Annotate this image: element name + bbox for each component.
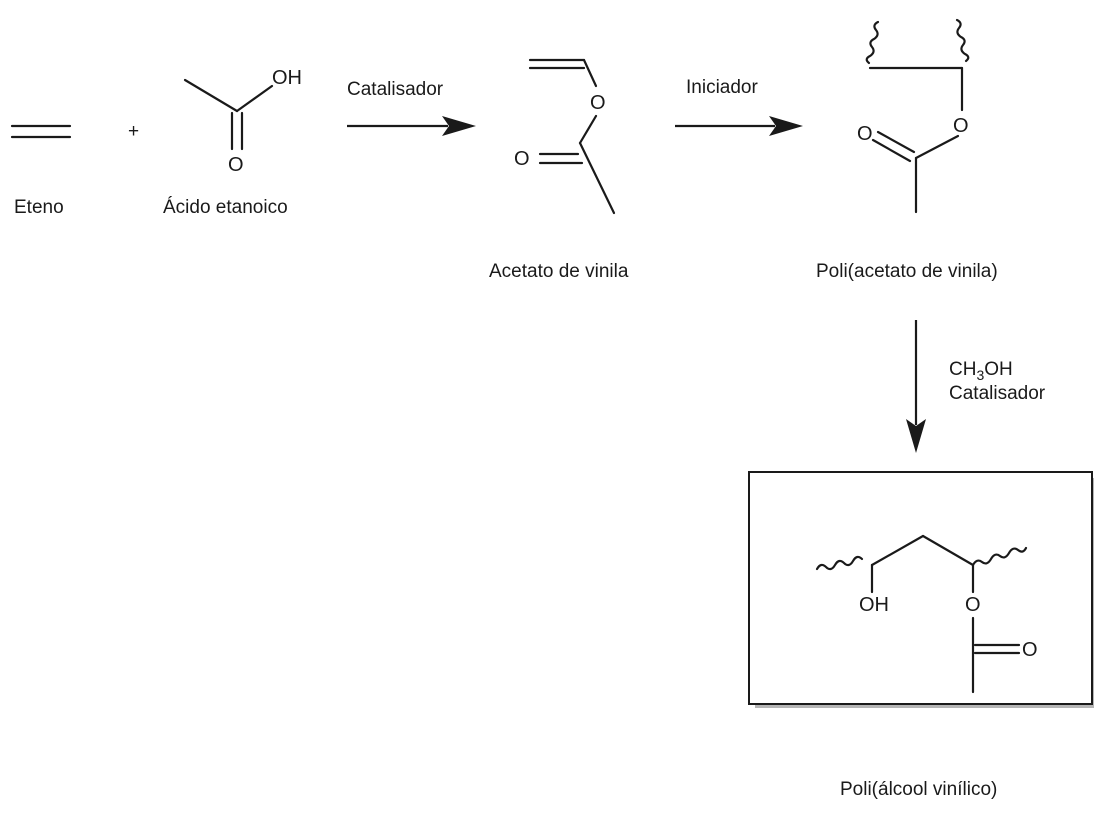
reaction-arrow-1 — [347, 116, 476, 136]
pva-alcohol-oh-atom: OH — [859, 594, 889, 616]
pva-alcohol-carbonyl-o-atom: O — [1022, 639, 1038, 661]
step-3-condition-line2: Catalisador — [949, 383, 1046, 404]
pva-acetate-carbonyl-o-atom: O — [857, 123, 873, 145]
acetic-acid-structure — [183, 78, 274, 151]
reaction-arrow-3 — [906, 320, 926, 453]
reaction-arrow-2 — [675, 116, 803, 136]
pva-acetate-structure — [865, 18, 970, 214]
pva-alcohol-label: Poli(álcool vinílico) — [840, 779, 997, 800]
step-3-condition-line1: CH3OH — [949, 359, 1013, 383]
ethene-structure — [10, 124, 72, 139]
product-box — [748, 471, 1093, 705]
ethene-label: Eteno — [14, 197, 64, 218]
plus-sign: + — [128, 121, 139, 142]
acetic-acid-oh-atom: OH — [272, 67, 302, 89]
pva-acetate-label: Poli(acetato de vinila) — [816, 261, 998, 282]
pva-acetate-ester-o-atom: O — [953, 115, 969, 137]
vinyl-acetate-structure — [528, 58, 616, 215]
vinyl-acetate-ester-o-atom: O — [590, 92, 606, 114]
acetic-acid-o-atom: O — [228, 154, 244, 176]
step-2-condition: Iniciador — [686, 77, 758, 98]
pva-alcohol-ester-o-atom: O — [965, 594, 981, 616]
vinyl-acetate-carbonyl-o-atom: O — [514, 148, 530, 170]
step-1-condition: Catalisador — [347, 79, 444, 100]
pva-alcohol-structure — [815, 534, 1028, 694]
acetic-acid-label: Ácido etanoico — [163, 197, 288, 218]
vinyl-acetate-label: Acetato de vinila — [489, 261, 629, 282]
